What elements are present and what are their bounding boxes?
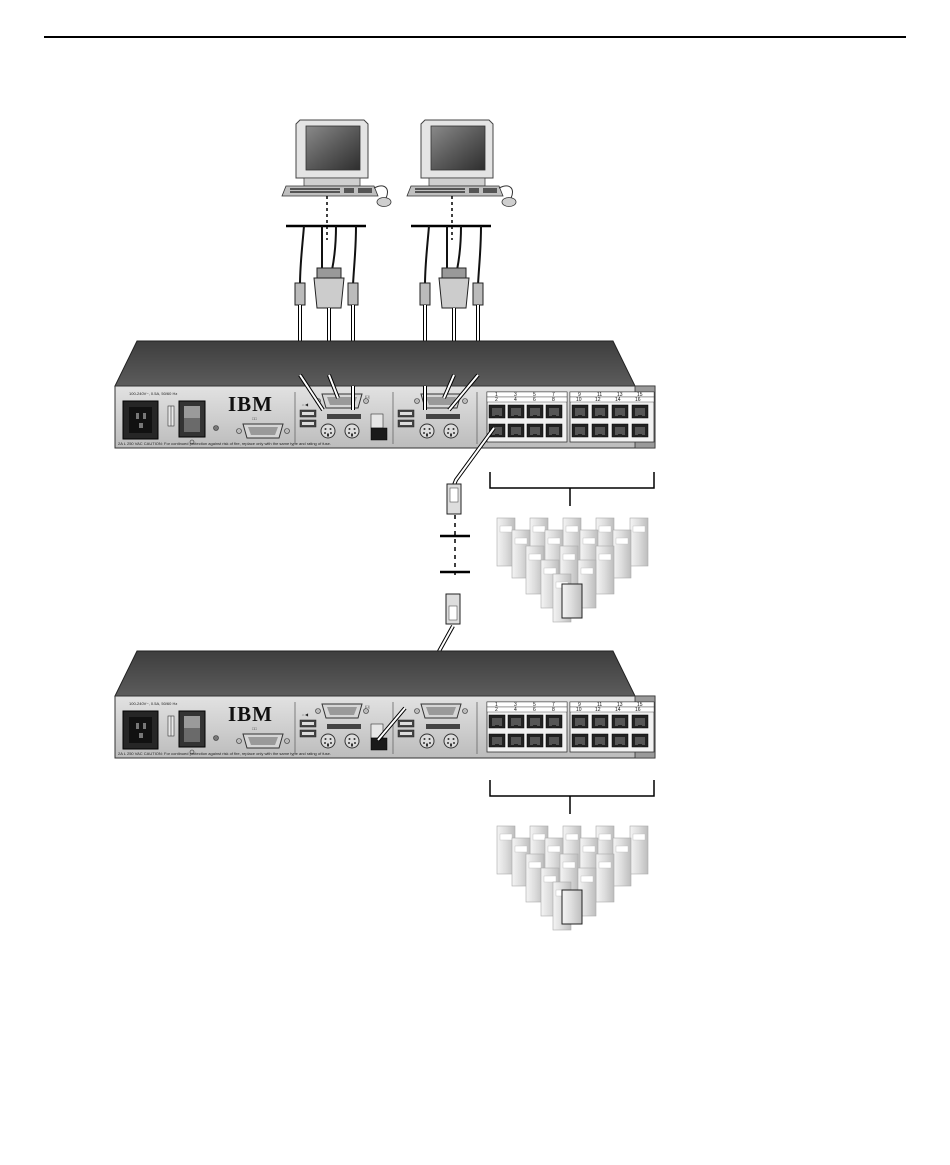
port-label: 5 [533, 392, 536, 398]
cascade-cable-end [376, 706, 407, 742]
port-label: 11 [597, 392, 602, 398]
server-bracket-2 [489, 780, 655, 814]
workstation-1 [281, 119, 392, 207]
port-label: 7 [552, 392, 555, 398]
server-group-2 [496, 825, 649, 931]
port-label: 6 [533, 707, 536, 713]
port-label: 13 [617, 392, 623, 398]
port-label: 9 [578, 702, 581, 708]
server-bracket-1 [489, 472, 655, 506]
port-label: 13 [617, 702, 623, 708]
user-cable-plugs-2 [419, 267, 484, 309]
user-cable-plugs-1 [294, 267, 359, 309]
switch-2-caution: 2A L 250 VAC CAUTION: For continued prot… [118, 751, 331, 756]
port-label: 8 [552, 397, 555, 403]
port-label: 15 [637, 702, 643, 708]
port-label: 5 [533, 702, 536, 708]
port-label: 16 [635, 707, 641, 713]
port-label: 12 [595, 707, 601, 713]
port-label: 1 [495, 702, 498, 708]
port-label: 1 [495, 392, 498, 398]
kvm-switch-primary: 100-240V~, 0.5A, 50/60 Hz 2A L 250 VAC C… [115, 341, 655, 448]
port-label: 2 [495, 397, 498, 403]
cascade-cable-plugs [445, 483, 462, 625]
port-label: 6 [533, 397, 536, 403]
user-cable-bundle-2 [424, 225, 482, 286]
switch-2-port-numbers-top: 1 3 5 7 9 11 13 15 [495, 702, 643, 708]
port-label: 8 [552, 707, 555, 713]
switch-1-rating: 100-240V~, 0.5A, 50/60 Hz [129, 391, 177, 396]
port-label: 15 [637, 392, 643, 398]
port-label: 3 [514, 392, 517, 398]
switch-1-port-numbers-bottom: 2 4 6 8 10 12 14 16 [495, 397, 641, 403]
workstation-2 [406, 119, 517, 207]
port-label: 9 [578, 392, 581, 398]
port-label: 16 [635, 397, 641, 403]
port-label: 7 [552, 702, 555, 708]
port-label: 3 [514, 702, 517, 708]
port-label: 12 [595, 397, 601, 403]
kvm-switch-cascaded: 100-240V~, 0.5A, 50/60 Hz 2A L 250 VAC C… [115, 651, 655, 758]
switch-2-brand: IBM [228, 702, 273, 726]
server-group-1 [496, 517, 649, 623]
port-label: 14 [615, 397, 621, 403]
port-label: 14 [615, 707, 621, 713]
port-label: 4 [514, 707, 517, 713]
switch-2-rating: 100-240V~, 0.5A, 50/60 Hz [129, 701, 177, 706]
port-label: 4 [514, 397, 517, 403]
port-label: 11 [597, 702, 602, 708]
port-label: 10 [576, 397, 582, 403]
switch-1-port-numbers-top: 1 3 5 7 9 11 13 15 [495, 392, 643, 398]
switch-1-brand: IBM [228, 392, 273, 416]
port-label: 2 [495, 707, 498, 713]
user-cable-bundle-1 [299, 225, 357, 286]
port-label: 10 [576, 707, 582, 713]
switch-1-caution: 2A L 250 VAC CAUTION: For continued prot… [118, 441, 331, 446]
switch-2-port-numbers-bottom: 2 4 6 8 10 12 14 16 [495, 707, 641, 713]
user-connection-ends [298, 373, 480, 412]
